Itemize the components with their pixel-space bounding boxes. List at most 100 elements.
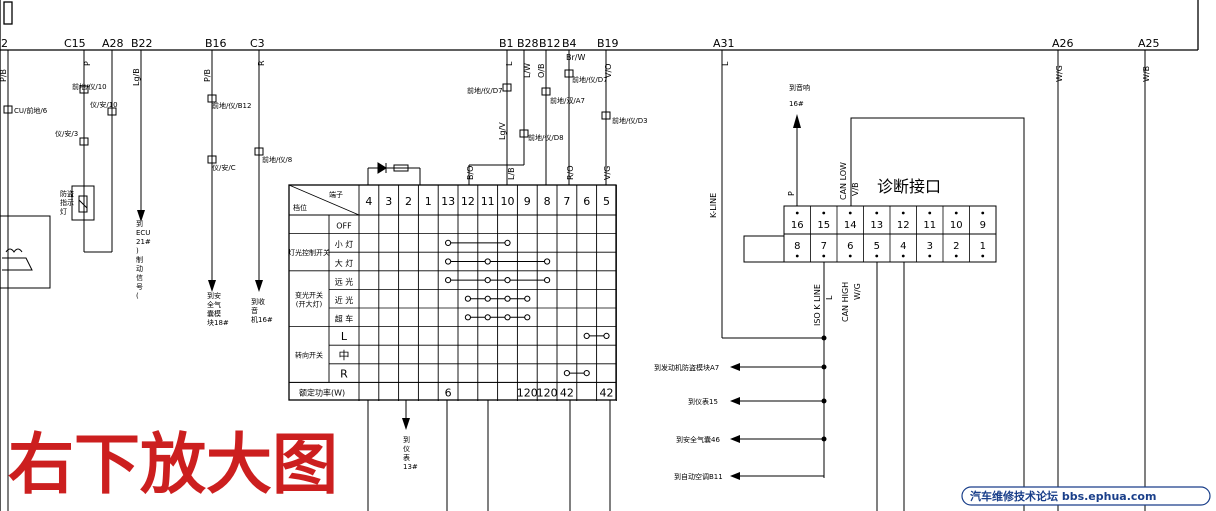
svg-text:P/B: P/B: [0, 69, 8, 82]
diag-p: P: [787, 191, 796, 196]
table-col-label: 4: [365, 195, 372, 208]
table-contact: [583, 332, 590, 339]
b22-dest-line: 动: [136, 264, 143, 273]
table-col-label: 5: [603, 195, 610, 208]
table-col-label: 1: [425, 195, 432, 208]
pin-b28: B28: [517, 37, 539, 50]
table-contact: [524, 314, 531, 321]
diag-pin-dot: [795, 211, 799, 215]
meter-dest-line: 13#: [403, 463, 418, 471]
table-contact: [464, 314, 471, 321]
svg-text:前地/仪/D3: 前地/仪/D3: [612, 116, 648, 125]
arrow-meter: [402, 418, 410, 430]
arrow-b22: [137, 210, 145, 222]
table-header-position: 档位: [293, 203, 307, 212]
svg-text:前地/仪/D8: 前地/仪/D8: [528, 133, 564, 142]
table-col-label: 8: [544, 195, 551, 208]
table-contact: [484, 295, 491, 302]
table-col-label: 2: [405, 195, 412, 208]
table-col-label: 10: [501, 195, 515, 208]
diag-canhigh-color: W/G: [853, 283, 862, 300]
svg-text:前地/仪/B12: 前地/仪/B12: [212, 101, 251, 110]
watermark: 汽车维修技术论坛 bbs.ephua.com: [961, 486, 1211, 506]
dest-aircon: 到自动空调B11: [674, 472, 723, 481]
table-row-label: 中: [339, 349, 350, 362]
svg-text:V/G: V/G: [603, 166, 612, 180]
meter-dest-line: 仪: [403, 445, 410, 453]
table-footer-value: 120: [517, 386, 538, 399]
diag-junctions: [730, 335, 827, 480]
table-contact: [464, 295, 471, 302]
diag-pin-dot: [928, 254, 932, 258]
diag-leads: [740, 262, 905, 511]
lamp-label-line: 防盗: [60, 189, 74, 198]
b22-dest-line: ECU: [136, 229, 150, 237]
diag-pin-top: 15: [817, 220, 830, 231]
diag-pin-dot: [822, 211, 826, 215]
diag-pin-dot: [795, 254, 799, 258]
pin-b19: B19: [597, 37, 619, 50]
diag-pin-top: 13: [870, 220, 883, 231]
table-contact: [504, 239, 511, 246]
svg-text:V/O: V/O: [604, 64, 613, 78]
left-module: [0, 215, 51, 289]
b22-dest-line: 号: [136, 283, 143, 291]
arrow-radio: [793, 114, 801, 128]
b22-dest-line: 21#: [136, 238, 151, 246]
diag-pin-dot: [954, 211, 958, 215]
table-row-label: 大 灯: [335, 258, 354, 268]
lamp-label-line: 灯: [60, 207, 67, 216]
table-row-label: 远 光: [335, 276, 354, 286]
table-footer-label: 额定功率(W): [299, 387, 345, 397]
pin-a28: A28: [102, 37, 124, 50]
note-texts: CU/前地/6 前地/仪/10 仪/安/10 仪/安/3 前地/仪/B12 仪/…: [14, 75, 810, 172]
pin-b12: B12: [539, 37, 561, 50]
table-contact: [484, 277, 491, 284]
table-contact: [445, 258, 452, 265]
dest-immobilizer: 到发动机防盗模块A7: [654, 363, 719, 372]
diag-pin-bottom: 6: [847, 241, 853, 252]
table-contact: [445, 277, 452, 284]
diag-pin-top: 16: [791, 220, 804, 231]
table-group-label: 转向开关: [295, 351, 323, 360]
table-contact: [504, 295, 511, 302]
diag-pin-dot: [981, 211, 985, 215]
table-group-label: 灯光控制开关: [288, 248, 330, 257]
dest-airbag: 到安全气囊46: [676, 435, 720, 444]
meter-dest-line: 表: [403, 453, 410, 462]
svg-text:前地/双/A7: 前地/双/A7: [550, 96, 585, 105]
diag-pin-dot: [875, 254, 879, 258]
diag-pin-dot: [901, 254, 905, 258]
arrow-markers: [137, 114, 801, 430]
diag-title: 诊断接口: [877, 177, 941, 196]
arrow-c3: [255, 280, 263, 292]
pin-b4: B4: [562, 37, 577, 50]
b22-dest-line: ): [136, 247, 139, 255]
svg-text:W/B: W/B: [1142, 66, 1151, 82]
table-footer-value: 120: [537, 386, 558, 399]
b22-dest-line: (: [136, 292, 139, 300]
meter-dest-line: 到: [403, 436, 410, 444]
svg-text:R/O: R/O: [566, 165, 575, 180]
b22-dest-line: 制: [136, 255, 143, 264]
dest-meter: 到仪表15: [688, 397, 718, 406]
diag-pin-dot: [848, 211, 852, 215]
diag-pin-dot: [954, 254, 958, 258]
diag-pin-dot: [848, 254, 852, 258]
diag-pin-top: 14: [844, 220, 857, 231]
svg-text:到音响: 到音响: [789, 83, 810, 92]
pin-a25: A25: [1138, 37, 1160, 50]
table-contact: [563, 370, 571, 377]
table-col-label: 3: [385, 195, 392, 208]
splice-notes: [3, 69, 611, 164]
table-col-label: 13: [441, 195, 455, 208]
table-col-label: 11: [481, 195, 495, 208]
table-row-label: R: [340, 367, 348, 380]
